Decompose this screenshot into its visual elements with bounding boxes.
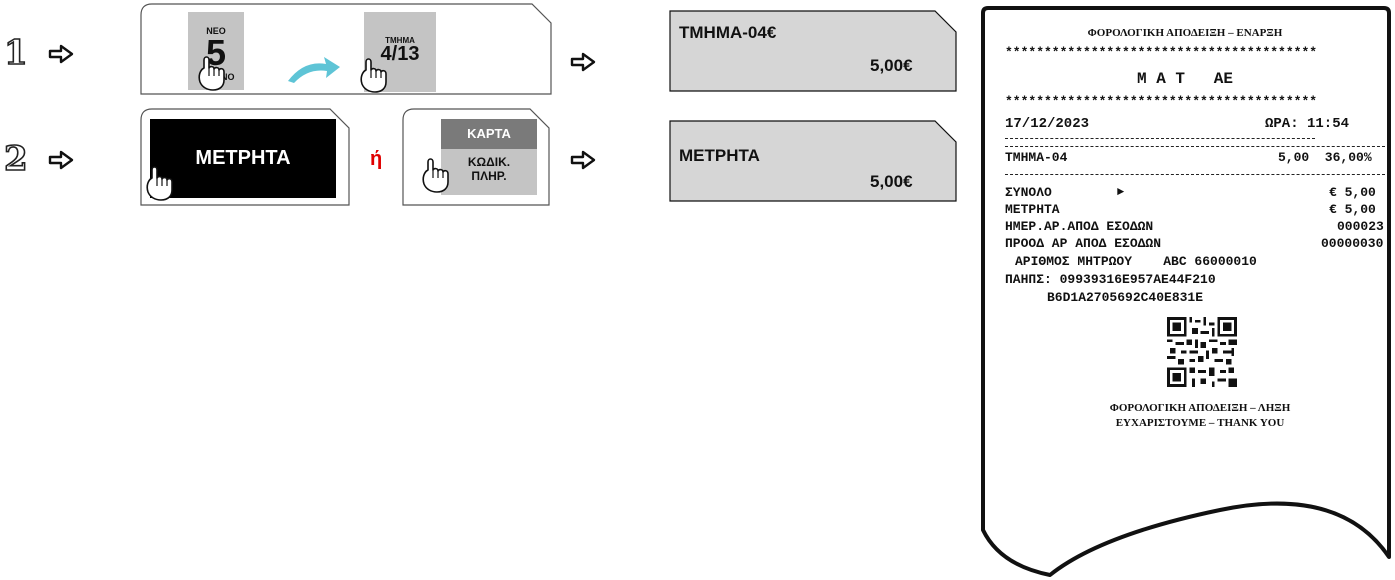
card-key-bottom: ΚΩΔΙΚ. ΠΛΗΡ.	[441, 149, 537, 195]
receipt-daily-value: 000023	[1337, 219, 1384, 234]
receipt-company: Μ Α Τ ΑΕ	[1136, 70, 1233, 88]
or-text: ή	[370, 148, 383, 170]
receipt-divider-1	[1005, 138, 1315, 139]
display-2-line1: ΜΕΤΡΗΤΑ	[679, 146, 760, 165]
receipt-time: ΩΡΑ: 11:54	[1265, 116, 1350, 132]
card-button[interactable]: ΚΑΡΤΑ ΚΩΔΙΚ. ΠΛΗΡ.	[441, 119, 537, 195]
card-key-line2: ΠΛΗΡ.	[471, 169, 507, 183]
right-arrow-icon	[48, 150, 74, 170]
receipt-header: ΦΟΡΟΛΟΓΙΚΗ ΑΠΟΔΕΙΞΗ – ΕΝΑΡΞΗ	[1087, 27, 1283, 39]
receipt-paper	[981, 6, 1391, 577]
receipt-stars-2: ****************************************	[1005, 94, 1318, 109]
display-1-line1: ΤΜΗΜΑ-04€	[679, 23, 777, 42]
receipt-date: 17/12/2023	[1005, 116, 1090, 132]
receipt-footer-2: ΕΥΧΑΡΙΣΤΟΥΜΕ – THANK YOU	[1115, 417, 1285, 429]
receipt-daily-label: ΗΜΕΡ.ΑΡ.ΑΠΟΔ ΕΣΟΔΩΝ	[1005, 219, 1154, 234]
key-digit: 5	[205, 32, 227, 73]
receipt-signature-1: ΠΑΗΠΣ: 09939316E957AE44F210	[1005, 272, 1216, 287]
card-key-line1: ΚΩΔΙΚ.	[467, 155, 511, 169]
right-arrow-icon	[48, 44, 74, 64]
pointing-hand-icon	[422, 158, 449, 193]
receipt-cash-value: € 5,00	[1329, 202, 1376, 217]
qr-code-icon	[1167, 317, 1237, 387]
receipt-item-value: 5,00 36,00%	[1278, 150, 1372, 165]
receipt-total-marker: ►	[1117, 185, 1125, 199]
key-label-top: ΤΜΗΜΑ	[385, 36, 415, 45]
receipt-total-label: ΣΥΝΟΛΟ	[1005, 185, 1052, 200]
key-label-top: ΝΕΟ	[206, 26, 226, 36]
pointing-hand-icon	[198, 56, 225, 91]
receipt-registry: ΑΡΙΘΜΟΣ ΜΗΤΡΩΟΥ ABC 66000010	[1015, 254, 1257, 269]
key-main-label: 4/13	[380, 43, 420, 65]
receipt-footer-1: ΦΟΡΟΛΟΓΙΚΗ ΑΠΟΔΕΙΞΗ – ΛΗΞΗ	[1109, 402, 1291, 414]
card-key-top: ΚΑΡΤΑ	[441, 119, 537, 149]
curved-arrow-icon	[288, 57, 340, 83]
receipt-signature-2: B6D1A2705692C40E831E	[1047, 290, 1204, 305]
receipt-total-value: € 5,00	[1329, 185, 1376, 200]
receipt-stars-1: ****************************************	[1005, 45, 1318, 60]
display-1-frame	[669, 10, 957, 92]
cash-button[interactable]: ΜΕΤΡΗΤΑ	[150, 119, 336, 198]
receipt-progressive-value: 00000030	[1321, 236, 1384, 251]
step-number-2: 2	[3, 139, 28, 179]
pointing-hand-icon	[360, 58, 387, 93]
receipt-divider-3	[1005, 174, 1385, 175]
receipt-progressive-label: ΠΡΟΟΔ ΑΡ ΑΠΟΔ ΕΣΟΔΩΝ	[1005, 236, 1162, 251]
right-arrow-icon	[570, 150, 596, 170]
display-2-frame	[669, 120, 957, 202]
pointing-hand-icon	[146, 166, 173, 201]
receipt-item-name: ΤΜΗΜΑ-04	[1005, 150, 1068, 165]
step-number-1: 1	[3, 33, 28, 73]
display-1-line2: 5,00€	[870, 56, 913, 75]
display-2-line2: 5,00€	[870, 172, 913, 191]
receipt-cash-label: ΜΕΤΡΗΤΑ	[1005, 202, 1060, 217]
right-arrow-icon	[570, 52, 596, 72]
receipt-divider-2	[1005, 146, 1385, 147]
